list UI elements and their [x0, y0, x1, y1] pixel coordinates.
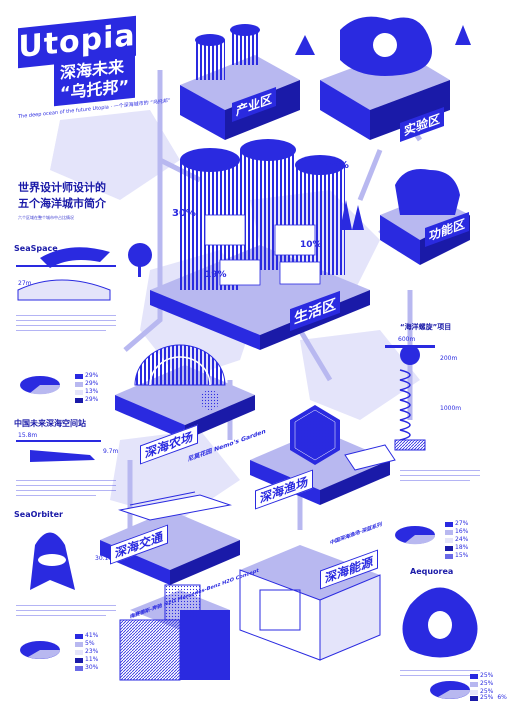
spiral-pcts: 27% 16% 24% 18% 15% [445, 520, 468, 560]
spiral-dim-1: 600m [398, 336, 416, 343]
spiral-art [385, 345, 436, 545]
china-station-dim-1: 15.8m [18, 432, 38, 439]
intro-heading: 世界设计师设计的 五个海洋城市简介 [18, 181, 106, 210]
industry-zone-art [180, 24, 300, 140]
title-chinese: 深海未来 “乌托邦” [54, 53, 136, 107]
spiral-dim-3: 1000m [440, 405, 462, 412]
china-station-dim-2: 9.7m [103, 448, 119, 455]
aequorea-pcts-more: 25%6% [470, 694, 507, 702]
seaorbiter-pcts: 41% 5% 23% 11% 30% [75, 632, 98, 672]
seaspace-title: SeaSpace [14, 244, 58, 253]
aequorea-pcts: 25% 25% 25% [470, 672, 493, 696]
aequorea-art [402, 587, 478, 699]
left-pies [20, 376, 61, 659]
pct-19: 19% [205, 270, 227, 280]
spiral-dim-2: 200m [440, 355, 458, 362]
farm-zone-art [115, 344, 255, 440]
spiral-title: “海洋螺旋”项目 [400, 323, 452, 331]
seaspace-dim: 27m [18, 280, 32, 287]
aequorea-title: Aequorea [410, 567, 454, 576]
pct-10: 10% [300, 240, 322, 250]
seaorbiter-dim: 30.1m [95, 555, 115, 562]
pct-50: 50% [325, 160, 349, 171]
china-station-title: 中国未来深海空间站 [14, 419, 86, 428]
pct-30: 30% [172, 208, 196, 219]
experiment-zone-art [295, 16, 471, 140]
traffic-zone-art [100, 491, 240, 585]
text-block-lines [16, 315, 480, 676]
fishery-zone-art [250, 405, 396, 505]
seaspace-pcts: 29% 29% 13% 29% [75, 372, 98, 404]
living-zone-art [128, 139, 370, 350]
energy-zone-art [119, 545, 381, 681]
seaorbiter-title: SeaOrbiter [14, 510, 63, 519]
left-figures [16, 247, 116, 590]
intro-sub: 六个区域在整个城市中占比情况 [18, 215, 74, 220]
